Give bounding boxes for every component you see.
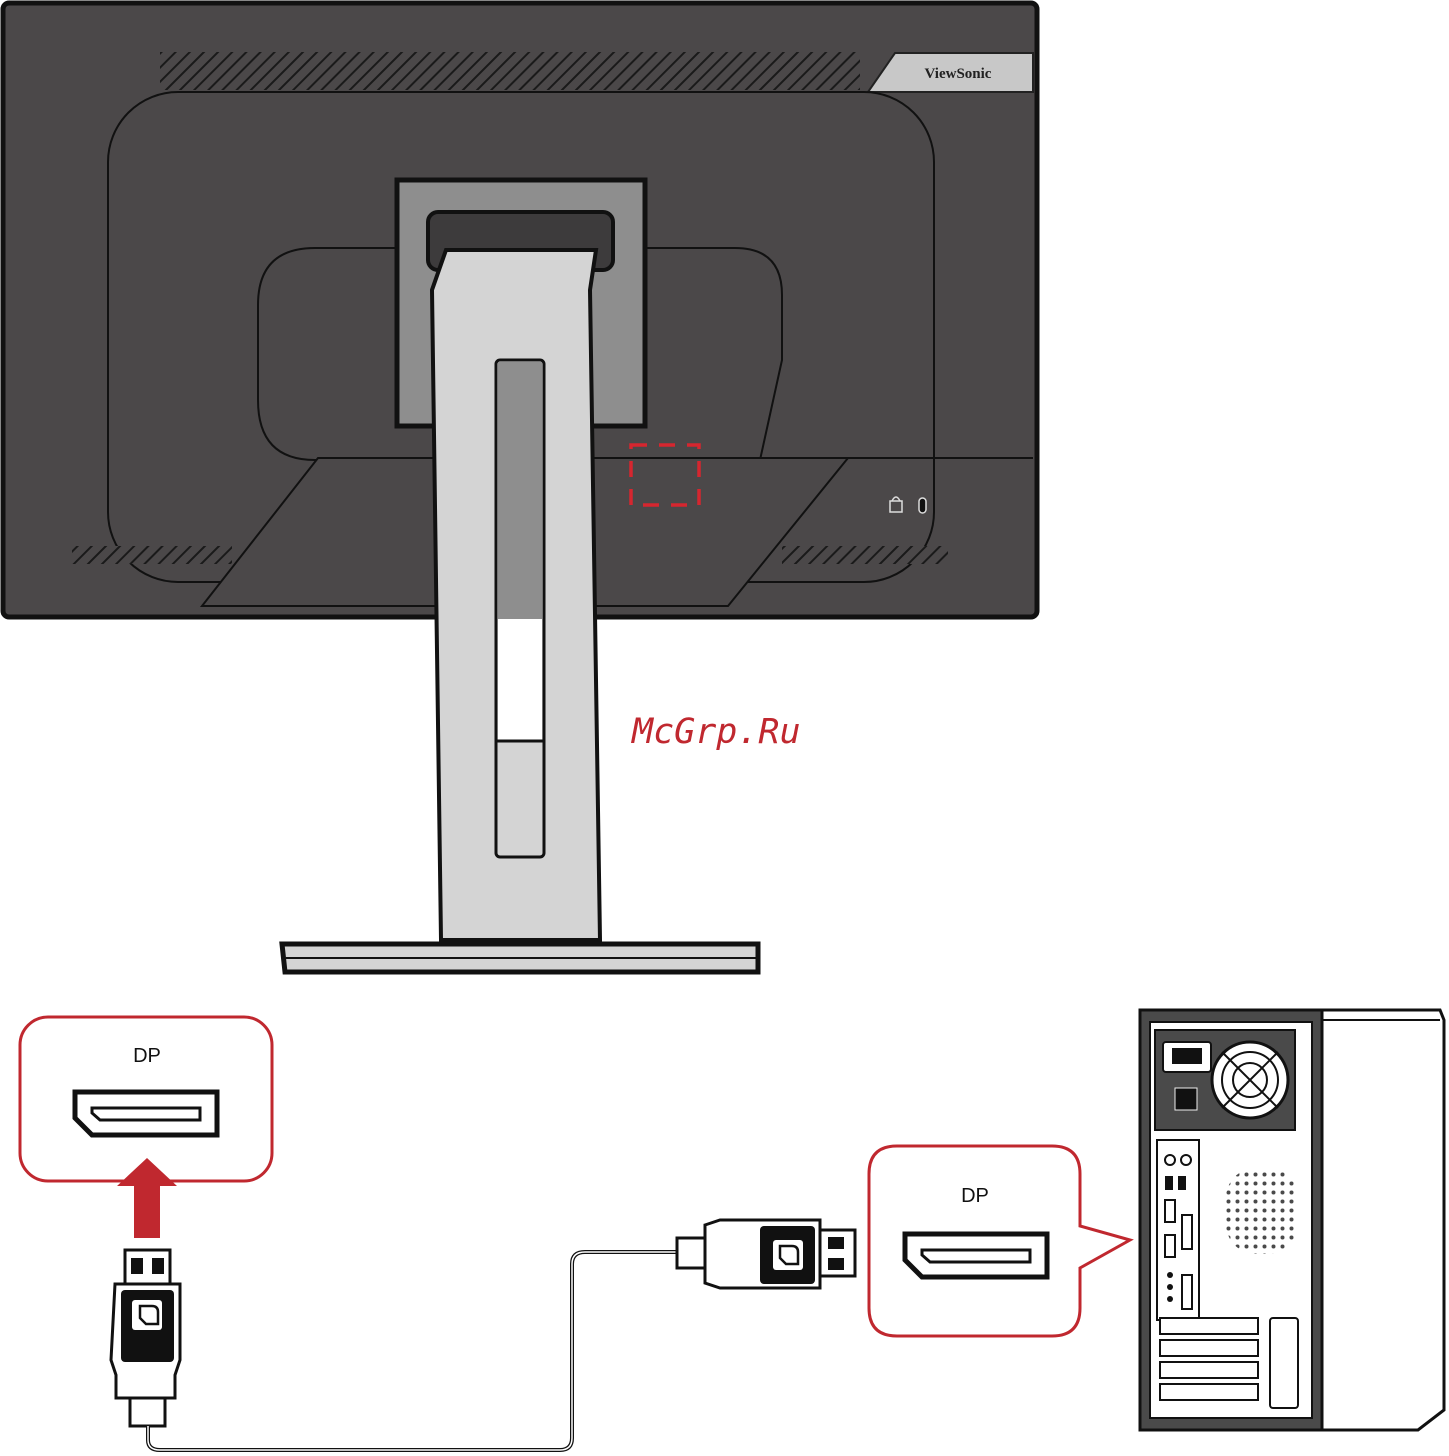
brand-logo: ViewSonic bbox=[925, 66, 992, 82]
dp-plug-pc-end bbox=[677, 1220, 855, 1288]
pc-tower bbox=[1140, 1010, 1444, 1430]
ventilation-mesh bbox=[1226, 1168, 1298, 1254]
pc-dp-callout: DP bbox=[869, 1146, 1130, 1336]
top-vent bbox=[160, 52, 860, 90]
dp-plug-monitor-end bbox=[111, 1250, 180, 1426]
dp-cable bbox=[148, 1252, 677, 1450]
watermark: McGrp.Ru bbox=[630, 712, 801, 752]
monitor-dp-label: DP bbox=[133, 1045, 161, 1067]
bottom-vent-right bbox=[782, 546, 948, 564]
pc-dp-label: DP bbox=[961, 1185, 989, 1207]
kensington-slot-icon bbox=[919, 498, 926, 513]
monitor-dp-callout: DP bbox=[20, 1017, 272, 1181]
pc-side-panel bbox=[1310, 1010, 1444, 1430]
expansion-slots bbox=[1160, 1318, 1298, 1408]
power-switch bbox=[1175, 1088, 1197, 1110]
bottom-vent-left bbox=[72, 546, 232, 564]
stand-slot-inner bbox=[498, 362, 542, 619]
